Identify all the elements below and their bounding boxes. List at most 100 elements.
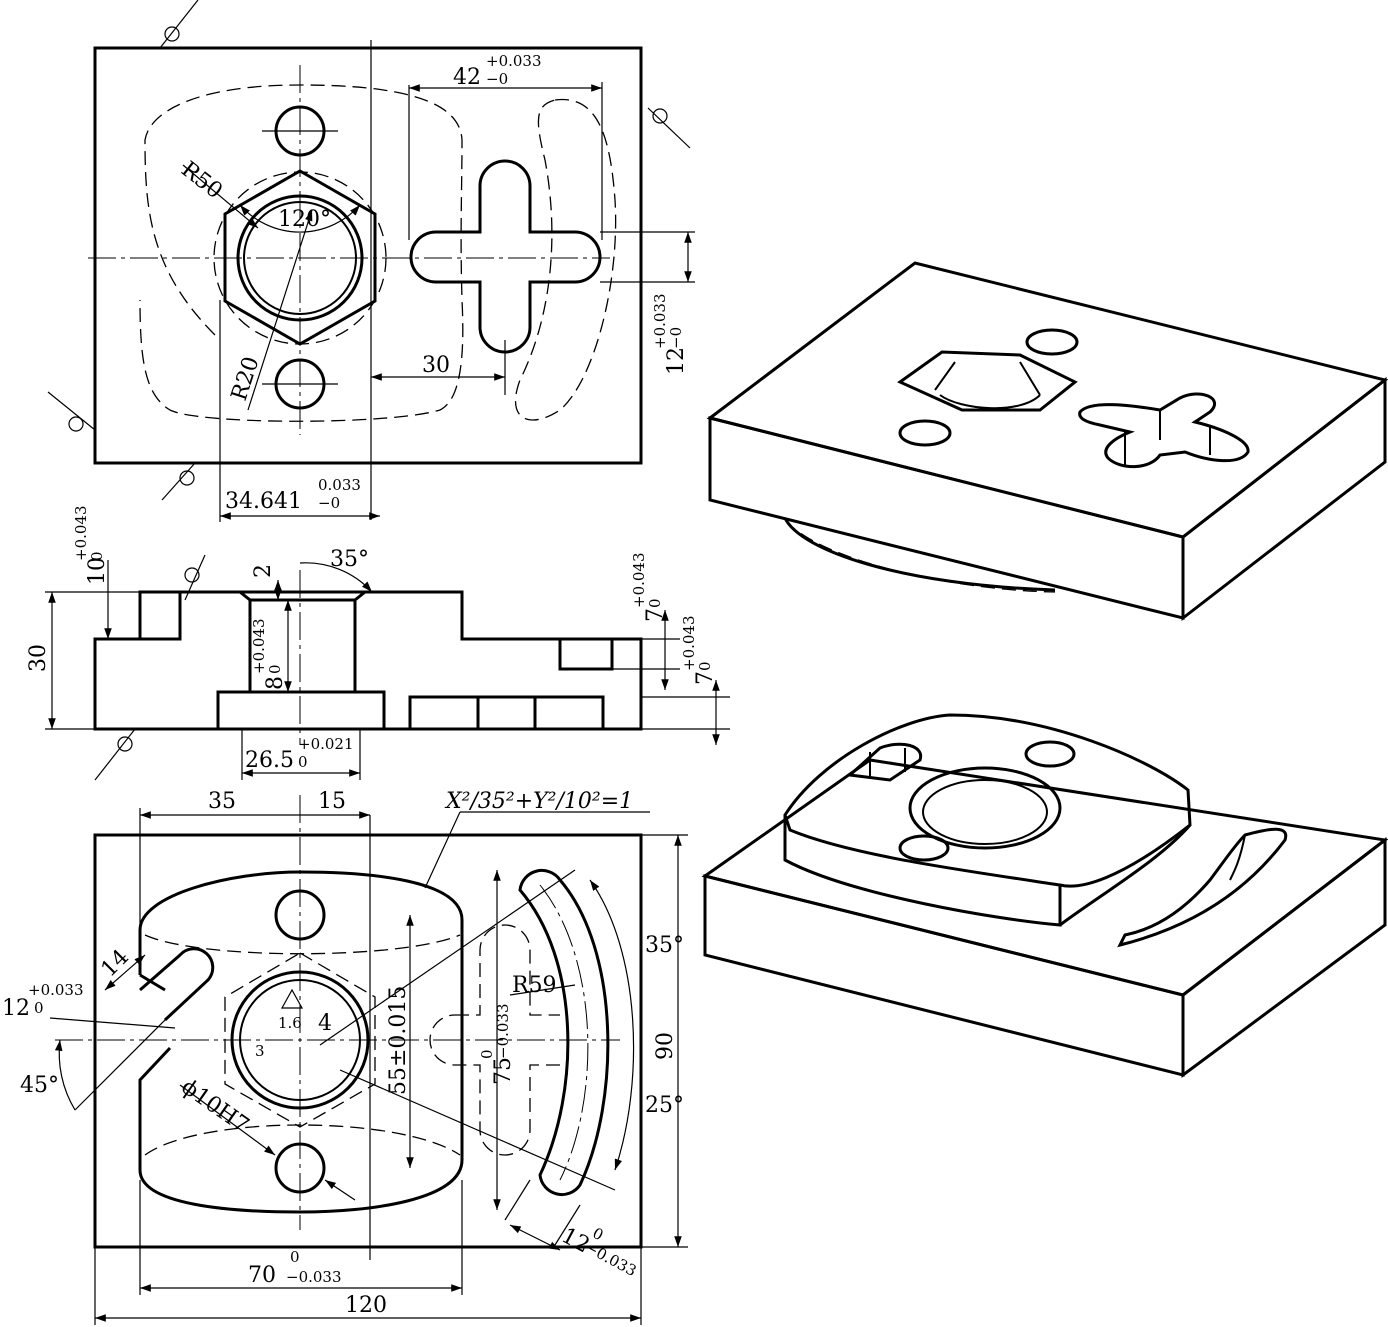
bottom-view-hole-top [274,889,326,941]
section-pocket-right [558,637,614,671]
svg-text:+0.033: +0.033 [651,293,669,349]
bottom-view-bore-inner [239,979,361,1101]
top-view-hidden-arc-slot [514,98,617,421]
dim-42: 42 [453,65,481,90]
section-step-outline [138,590,182,641]
svg-text:0.033: 0.033 [318,476,361,494]
dim-8-section: 8 [263,676,288,690]
svg-text:+0.043: +0.043 [680,615,698,671]
svg-text:−0: −0 [667,327,685,349]
section-slot-2 [476,695,537,731]
dim-2-section: 2 [251,564,276,578]
svg-text:0: 0 [290,1248,300,1266]
iso-boss-slot [846,742,923,782]
section-counterbore [216,690,386,731]
iso-arc-slot [1117,827,1288,948]
dim-45deg-bottom: 45° [20,1073,59,1098]
svg-text:−0: −0 [318,494,340,512]
iso-base-front [703,874,1185,1077]
dim-7b-section: 7 [693,671,718,685]
iso-hex-pocket [897,350,1078,412]
dim-14-bottom: 14 [97,945,134,982]
clamp-symbol [47,0,691,501]
dim-70-bottom: 70 [248,1263,276,1288]
bottom-view-slanted-slot [139,947,215,1022]
dim-75-bottom: 75 [491,1057,516,1085]
bottom-view: 35 15 X²/35²+Y²/10²=1 14 12 +0.033 0 45°… [2,789,688,1325]
dim-7a-section: 7 [643,608,668,622]
dim-30-section: 30 [26,644,51,672]
dim-35-bottom: 35 [208,789,236,814]
dim-42-upper: +0.033 [486,52,542,70]
svg-text:+0.043: +0.043 [630,552,648,608]
dim-12-right: 12 [664,347,689,375]
dim-55-bottom: 55±0.015 [386,986,411,1095]
roughness-value: 1.6 [278,1014,302,1032]
section-slot-1 [408,695,480,731]
dim-phi10-bottom: ϕ10H7 [177,1074,254,1138]
bottom-view-outline [93,833,643,1249]
dim-10-section: 10 [85,557,110,585]
iso-boss-hole-b [898,834,950,862]
iso-front-face [708,416,1185,620]
svg-text:+0.043: +0.043 [72,505,90,561]
top-view-hex-pocket [223,169,377,346]
dim-15-bottom: 15 [318,789,346,814]
svg-text:0: 0 [88,551,106,561]
bottom-view-boss [138,870,464,1214]
dim-90-bottom: 90 [653,1032,678,1060]
svg-text:−0.033: −0.033 [286,1268,342,1286]
svg-text:+0.021: +0.021 [298,735,354,753]
section-slot-3 [533,695,605,731]
iso-hole-a [1025,328,1079,356]
svg-text:0: 0 [696,661,714,671]
svg-text:+0.033: +0.033 [28,981,84,999]
svg-text:0: 0 [298,753,308,771]
iso-boss-top [783,713,1192,888]
bottom-view-arc-slot [518,869,610,1196]
roughness-symbol [280,988,304,1009]
dim-265-section: 26.5 [245,748,294,773]
isometric-top [706,261,1388,622]
svg-text:0: 0 [266,664,284,674]
dim-12-bottom: 12 [2,996,30,1021]
ellipse-equation: X²/35²+Y²/10²=1 [444,789,633,814]
dim-35deg-section: 35° [330,547,369,572]
dim-r59-bottom: R59 [512,973,557,998]
dim-30-top: 30 [422,353,450,378]
top-view: 42 +0.033 −0 12 +0.033 −0 30 R50 R20 120… [47,0,695,522]
dim-34641: 34.641 [225,489,302,514]
dim-4-bottom: 4 [318,1011,332,1036]
section-view: 30 10 +0.043 0 2 35° 8 +0.043 0 7 +0.043… [26,505,730,781]
section-outline [93,590,252,731]
dim-120-bottom: 120 [345,1293,387,1318]
isometric-bottom [701,713,1388,1078]
iso-cross-pocket [1078,392,1250,469]
iso-boss-hole-a [1024,740,1076,768]
dim-r50: R50 [176,157,227,204]
iso-bore-outer [908,766,1062,850]
svg-text:0: 0 [646,598,664,608]
clamp-symbol-section [94,554,206,781]
svg-text:0: 0 [34,999,44,1017]
iso-bore-inner [922,779,1048,845]
iso-base-side [1181,836,1387,1078]
top-view-outline [93,46,643,465]
top-view-bore-inner [243,201,357,315]
bottom-view-bore-outer [230,970,370,1110]
top-view-hidden-boss-outline [139,84,464,422]
iso-side-face [1181,376,1387,622]
svg-text:+0.043: +0.043 [250,618,268,674]
svg-text:−0.033: −0.033 [494,1003,512,1059]
iso-hole-b [898,419,952,447]
svg-text:−0.033: −0.033 [582,1238,639,1280]
top-view-cross-slot [409,159,602,354]
iso-top-face [706,261,1388,539]
top-view-bore-outer [236,194,364,322]
dim-120deg: 120° [278,207,331,232]
dim-r20: R20 [227,354,265,404]
section-outline-right [353,590,643,731]
dim-42-lower: −0 [486,70,508,88]
svg-text:0: 0 [478,1049,496,1059]
